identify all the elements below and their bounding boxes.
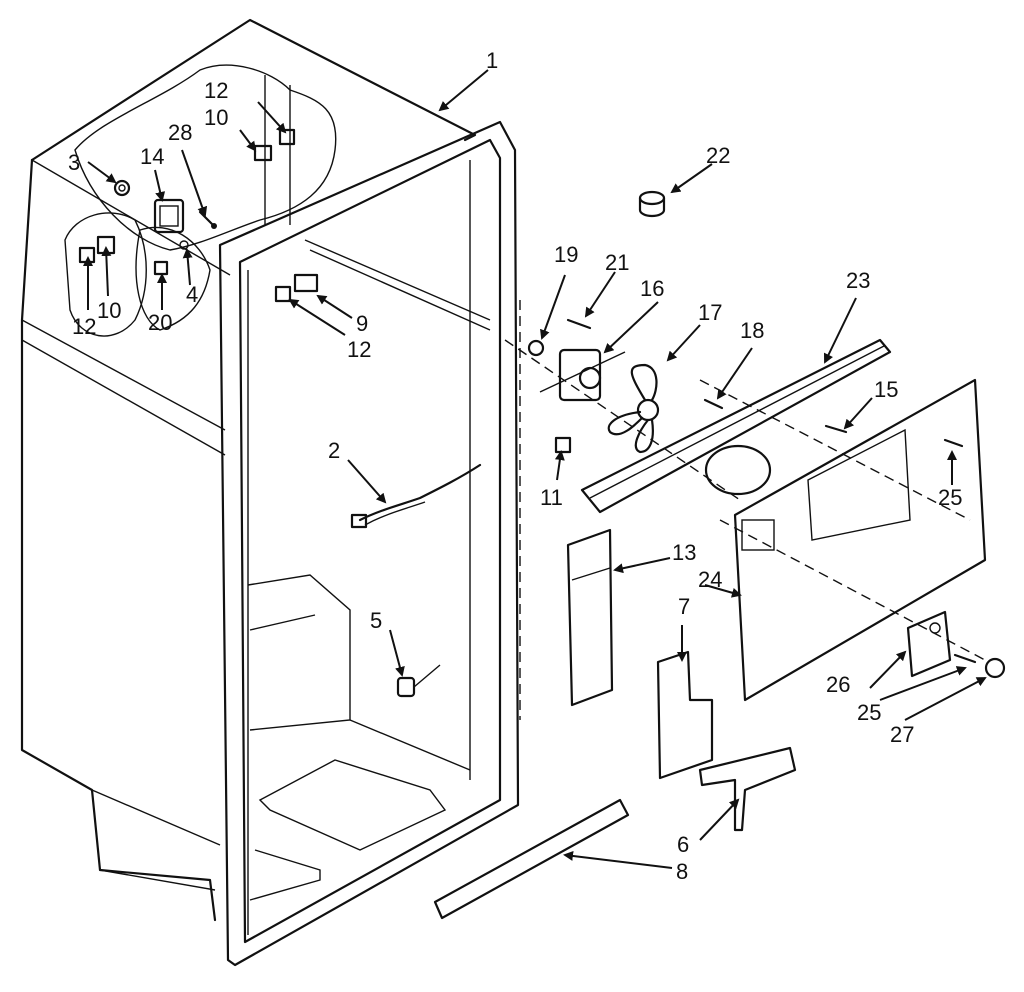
part-26-plate <box>906 610 952 678</box>
part-12-clip-upper <box>278 128 296 146</box>
callout-9: 9 <box>356 311 368 336</box>
callout-8: 8 <box>676 859 688 884</box>
part-6-bracket <box>698 746 797 832</box>
callout-24: 24 <box>698 567 722 592</box>
callout-21: 21 <box>605 250 629 275</box>
part-18-screw <box>703 398 724 410</box>
part-12-clip-lower <box>274 285 292 303</box>
part-16-motor <box>539 348 626 402</box>
part-23-grille <box>580 338 892 514</box>
part-27-plug <box>984 657 1006 679</box>
part-3-grommet <box>113 179 131 197</box>
callout-5: 5 <box>370 608 382 633</box>
callout-22: 22 <box>706 143 730 168</box>
callout-19: 19 <box>554 242 578 267</box>
part-28-screw <box>198 210 217 229</box>
callout-16: 16 <box>640 276 664 301</box>
callout-18: 18 <box>740 318 764 343</box>
callout-7: 7 <box>678 594 690 619</box>
callout-6: 6 <box>677 832 689 857</box>
callout-12-lower: 12 <box>347 337 371 362</box>
callout-1: 1 <box>486 48 498 73</box>
callout-27: 27 <box>890 722 914 747</box>
part-2-wire-harness <box>350 463 482 529</box>
part-25-screw-upper <box>943 438 964 448</box>
callout-26: 26 <box>826 672 850 697</box>
part-9-bracket <box>293 273 319 293</box>
callout-23: 23 <box>846 268 870 293</box>
part-22-cap <box>638 190 666 218</box>
part-25-screw-lower <box>953 653 977 664</box>
part-7-cover <box>656 650 714 780</box>
callout-20: 20 <box>148 310 172 335</box>
callout-10-left: 10 <box>97 298 121 323</box>
part-15-screw <box>824 424 848 434</box>
callout-labels: 1 2 3 4 5 6 7 8 9 10 10 11 12 12 12 13 1… <box>68 48 962 884</box>
callout-15: 15 <box>874 377 898 402</box>
callout-25-upper: 25 <box>938 485 962 510</box>
part-5-plug <box>396 664 441 698</box>
callout-17: 17 <box>698 300 722 325</box>
part-10-clip-upper <box>253 144 273 162</box>
callout-2: 2 <box>328 438 340 463</box>
callout-4: 4 <box>186 282 198 307</box>
callout-11: 11 <box>540 485 563 510</box>
part-11-clip <box>554 436 572 454</box>
part-24-panel <box>733 378 987 702</box>
part-8-rail <box>433 798 630 920</box>
part-20-clip <box>153 260 169 276</box>
callout-10-upper: 10 <box>204 105 228 130</box>
leader-arrows <box>83 69 987 869</box>
part-13-duct <box>566 528 614 707</box>
callout-25-lower: 25 <box>857 700 881 725</box>
part-14-relay <box>153 198 185 234</box>
callout-14: 14 <box>140 144 164 169</box>
callout-3: 3 <box>68 150 80 175</box>
callout-12-upper: 12 <box>204 78 228 103</box>
callout-12-left: 12 <box>72 314 96 339</box>
alignment-lines <box>504 300 986 720</box>
part-19-nut <box>527 339 545 357</box>
cutaway-area-upper <box>64 64 337 337</box>
part-21-screw <box>566 318 592 330</box>
part-17-fan-blade <box>607 363 660 454</box>
callout-28: 28 <box>168 120 192 145</box>
callout-13: 13 <box>672 540 696 565</box>
cabinet-shell <box>20 18 520 967</box>
